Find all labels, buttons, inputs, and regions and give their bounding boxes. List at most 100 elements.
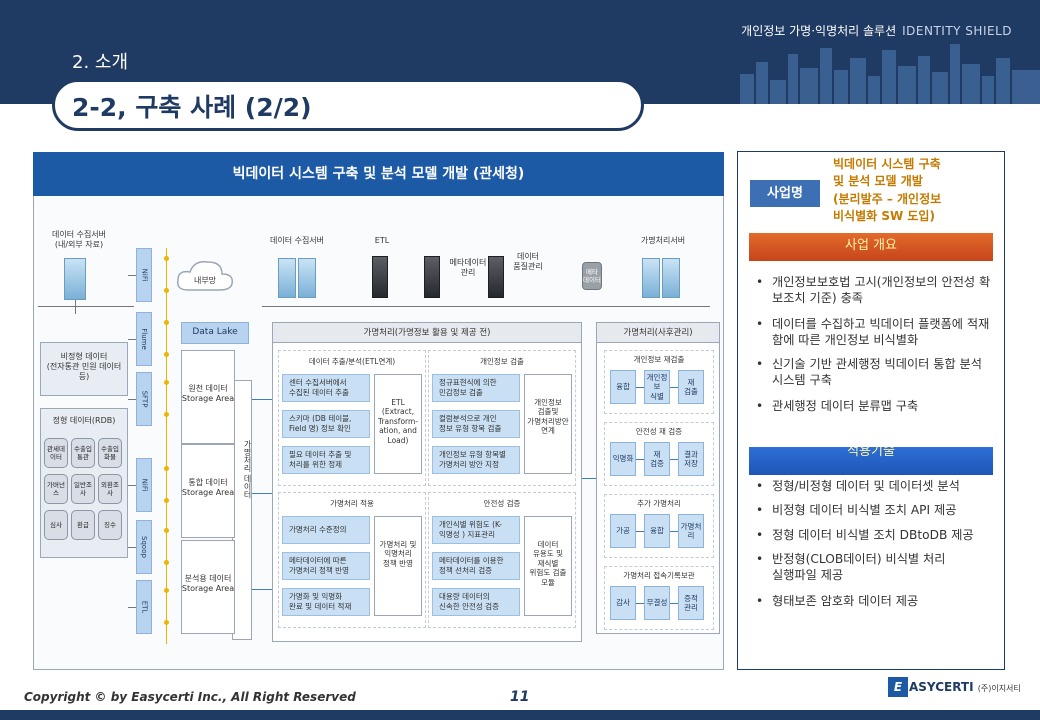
logo-kr: (주)이지서티 xyxy=(977,684,1021,693)
storage-area-label: 분석용 데이터 Storage Area xyxy=(181,574,235,593)
check-side-label: 개인정보 검출및 가명처리방안 연계 xyxy=(527,398,569,436)
server-label: 가명처리서버 xyxy=(640,236,686,245)
rdb-table-icon: 심사 xyxy=(44,510,68,540)
safety-side-box xyxy=(524,516,572,616)
apply-step: 가명처리 수준정의 xyxy=(282,516,370,544)
server-label: 데이터 품질관리 xyxy=(513,252,543,271)
tech-item: 정형 데이터 비식별 조치 DBtoDB 제공 xyxy=(754,527,994,544)
connector-dot xyxy=(164,466,169,471)
post-group-title: 안전성 재 검증 xyxy=(635,427,683,436)
brand-en: IDENTITY SHIELD xyxy=(902,24,1012,38)
unstructured-data-label: 비정형 데이터 (전자통관 민원 데이터 등) xyxy=(46,352,122,381)
metadata-db-label: 메타 데이터 xyxy=(583,268,601,285)
server-label: 데이터 수집서버 xyxy=(269,236,325,245)
check-step: 컬럼분석으로 개인 정보 유형 항목 검출 xyxy=(432,410,520,438)
post-step: 무결성 xyxy=(644,586,670,620)
collect-server-label: 데이터 수집서버 (내/외부 자료) xyxy=(51,230,107,249)
rdb-table-icon: 관세데이터 xyxy=(44,438,68,468)
rdb-table-icon: 일반조사 xyxy=(71,474,95,504)
apply-step: 가명화 및 익명화 완료 및 데이터 적재 xyxy=(282,588,370,616)
connector-nifi-box: NiFi xyxy=(136,248,152,302)
server-icon xyxy=(298,258,316,298)
connector-nifi-box: NiFi xyxy=(136,458,152,512)
storage-area-box xyxy=(181,444,235,538)
post-group-title: 가명처리 접속기록보관 xyxy=(623,571,695,580)
storage-area-label: 원천 데이터 Storage Area xyxy=(181,384,235,403)
server-label: 메타데이터 관리 xyxy=(449,258,487,277)
overview-item: 개인정보보호법 고시(개인정보의 안전성 확보조치 기준) 충족 xyxy=(754,274,994,307)
connector-label: NiFi xyxy=(140,478,148,492)
check-step: 정규표현식에 의한 민감정보 검출 xyxy=(432,374,520,402)
yellow-bus xyxy=(166,248,167,644)
connector-line xyxy=(128,607,136,608)
connector-dot xyxy=(164,412,169,417)
post-arrow xyxy=(636,603,644,604)
unstructured-data-box xyxy=(40,342,128,396)
connector-dot xyxy=(164,588,169,593)
post-arrow xyxy=(636,459,644,460)
overview-item: 신기술 기반 관세행정 빅데이터 통합 분석 시스템 구축 xyxy=(754,356,994,389)
post-arrow xyxy=(636,387,644,388)
flow-arrow xyxy=(252,589,272,590)
rdb-table-icon: 가버넌스 xyxy=(44,474,68,504)
post-step: 가명처리 xyxy=(678,514,704,548)
connector-dot xyxy=(164,498,169,503)
post-step: 익명화 xyxy=(610,442,636,476)
post-step: 융합 xyxy=(610,370,636,404)
connector-label: NiFi xyxy=(140,268,148,282)
tech-title: 적용기술 xyxy=(749,447,993,475)
connector-dot xyxy=(164,528,169,533)
flow-arrow xyxy=(582,478,596,479)
collect-server-icon xyxy=(64,258,86,300)
check-step: 개인정보 유형 항목별 가명처리 방안 지정 xyxy=(432,446,520,474)
extract-step: 스키마 (DB 테이블, Field 명) 정보 확인 xyxy=(282,410,370,438)
post-step: 재 검출 xyxy=(678,370,704,404)
structured-data-title: 정형 데이터(RDB) xyxy=(52,416,116,425)
logo-mark: E xyxy=(888,677,908,697)
rdb-table-icon: 징수 xyxy=(98,510,122,540)
post-step: 증적 관리 xyxy=(678,586,704,620)
overview-item: 관세행정 데이터 분류맵 구축 xyxy=(754,398,994,415)
storage-area-label: 통합 데이터 Storage Area xyxy=(181,478,235,497)
server-icon xyxy=(642,258,660,298)
safety-subpanel-title: 안전성 검증 xyxy=(483,499,521,508)
post-arrow xyxy=(670,603,678,604)
check-subpanel-title: 개인정보 검출 xyxy=(480,357,524,366)
logo-text: ASYCERTI xyxy=(909,680,974,694)
page-title: 2-2, 구축 사례 (2/2) xyxy=(72,93,312,122)
project-name: 빅데이터 시스템 구축 및 분석 모델 개발 (분리발주 – 개인정보 비식별화… xyxy=(833,157,942,224)
safety-step: 대용량 데이터의 신속한 안전성 검증 xyxy=(432,588,520,616)
connector-line xyxy=(128,339,136,340)
post-step: 재 검증 xyxy=(644,442,670,476)
tech-item: 형태보존 암호화 데이터 제공 xyxy=(754,593,994,610)
extract-step: 필요 데이터 추출 및 처리를 위한 정제 xyxy=(282,446,370,474)
page-number: 11 xyxy=(510,689,530,705)
server-label: ETL xyxy=(374,236,390,245)
project-label: 사업명 xyxy=(750,180,820,207)
server-icon xyxy=(424,256,440,298)
server-icon xyxy=(278,258,296,298)
server-icon xyxy=(662,258,680,298)
pseudonym-panel-title: 가명처리(가명정보 활용 및 제공 전) xyxy=(273,323,581,343)
tech-item: 반정형(CLOB데이터) 비식별 처리 실행파일 제공 xyxy=(754,551,994,584)
connector-dot xyxy=(164,560,169,565)
connector-sqoop-box: Sqoop xyxy=(136,520,152,574)
cloud-icon xyxy=(176,260,234,291)
title-pill xyxy=(52,79,644,131)
rdb-table-icon: 환급 xyxy=(71,510,95,540)
connector-line xyxy=(128,399,136,400)
city-skyline-graphic xyxy=(740,44,1040,104)
post-group-title: 개인정보 재검출 xyxy=(633,355,685,364)
extract-subpanel-title: 데이터 추출/분석(ETL연계) xyxy=(308,357,396,366)
storage-area-box xyxy=(181,350,235,444)
footer-bar xyxy=(0,710,1040,720)
overview-item: 데이터를 수집하고 빅데이터 플랫폼에 적재함에 따른 개인정보 비식별화 xyxy=(754,316,994,349)
server-icon xyxy=(372,256,388,298)
rdb-table-icon: 수출입통관 xyxy=(71,438,95,468)
post-arrow xyxy=(670,459,678,460)
rdb-table-icon: 외환조사 xyxy=(98,474,122,504)
metadata-db-icon xyxy=(582,262,602,290)
connector-dot xyxy=(164,320,169,325)
